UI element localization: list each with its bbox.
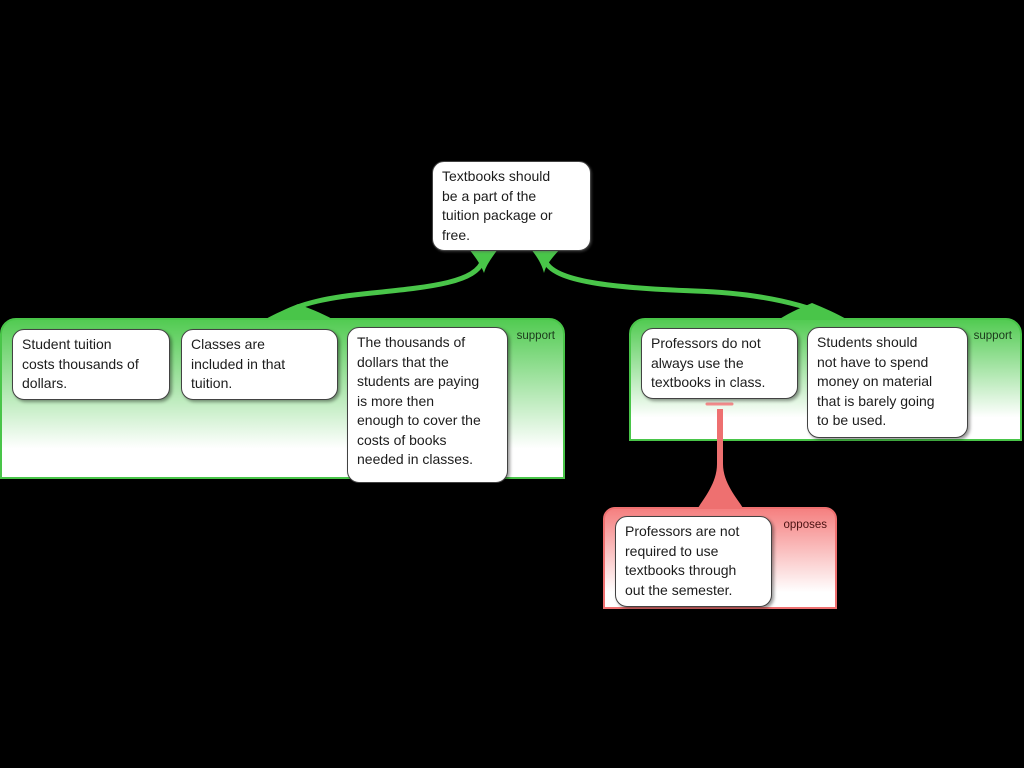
opposing-claim-box[interactable]: Professors are not required to use textb… (615, 516, 772, 607)
support-claim-box-4[interactable]: Professors do not always use the textboo… (641, 328, 798, 399)
support-edge-left[interactable] (275, 257, 486, 319)
support-claim-box-2[interactable]: Classes are included in that tuition. (181, 329, 338, 400)
group-relation-label: opposes (783, 519, 827, 531)
support-claim-box-5[interactable]: Students should not have to spend money … (807, 327, 968, 438)
root-claim-box[interactable]: Textbooks should be a part of the tuitio… (432, 161, 591, 251)
opposes-edge[interactable] (698, 409, 743, 508)
support-edge-right[interactable] (542, 257, 835, 320)
support-claim-box-3[interactable]: The thousands of dollars that the studen… (347, 327, 508, 483)
group-relation-label: support (516, 330, 555, 342)
opposes-edge-anchor-bar (705, 402, 734, 406)
support-edge-left-group-flare (264, 304, 334, 320)
support-claim-box-1[interactable]: Student tuition costs thousands of dolla… (12, 329, 170, 400)
support-edge-right-group-flare (778, 303, 848, 320)
group-relation-label: support (973, 330, 1012, 342)
